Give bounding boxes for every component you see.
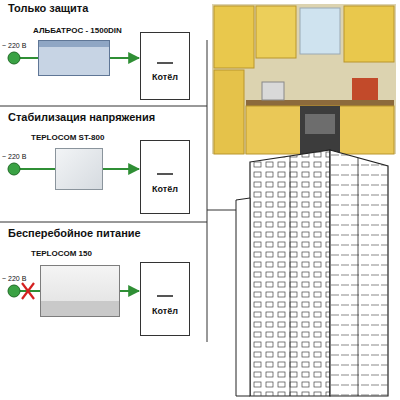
protection-device: TEPLOCOM ST-800 <box>55 148 103 190</box>
power-plug <box>8 163 20 175</box>
power-arrow <box>120 290 139 292</box>
building-side <box>330 150 388 396</box>
building-edge <box>358 158 359 396</box>
section-title: Стабилизация напряжения <box>8 111 155 123</box>
model-name: TEPLOCOM ST-800 <box>31 133 104 142</box>
power-plug <box>8 285 20 297</box>
photo-wall <box>212 4 396 154</box>
building-sketch <box>236 150 388 396</box>
power-arrow <box>103 168 139 170</box>
boiler-box: Котёл <box>140 140 190 214</box>
voltage-label: ~ 220 В <box>2 153 26 160</box>
boiler-box: Котёл <box>140 32 190 100</box>
protection-device: TEPLOCOM 150 <box>40 265 120 317</box>
group-bracket <box>207 40 208 342</box>
photo-kettle <box>262 82 284 100</box>
building-windows <box>330 150 388 396</box>
power-wire <box>20 290 40 292</box>
photo-cabinet <box>344 6 394 62</box>
power-plug <box>8 52 20 64</box>
boiler-label: Котёл <box>141 72 189 82</box>
photo-oven <box>300 106 340 154</box>
kitchen-photo <box>212 4 396 154</box>
photo-cabinet <box>256 6 296 58</box>
building-front <box>250 150 330 396</box>
photo-lower-cabinets <box>246 106 394 154</box>
bracket-leader <box>207 210 236 211</box>
section-separator <box>0 106 207 107</box>
photo-counter <box>246 100 394 106</box>
power-off-cross <box>22 283 34 299</box>
boiler-label: Котёл <box>141 306 189 316</box>
boiler-label: Котёл <box>141 184 189 194</box>
photo-window <box>300 8 340 54</box>
voltage-label: ~ 220 В <box>2 42 26 49</box>
photo-oven-door <box>305 114 335 134</box>
photo-pot <box>352 78 378 100</box>
section-separator <box>0 222 207 223</box>
power-off-cross <box>22 283 34 299</box>
photo-tall-cabinet <box>214 70 244 154</box>
voltage-label: ~ 220 В <box>2 275 26 282</box>
power-arrow <box>110 57 139 59</box>
model-name: АЛЬБАТРОС - 1500DIN <box>33 26 122 35</box>
section-title: Только защита <box>8 2 88 14</box>
photo-cabinet <box>214 6 254 68</box>
building-wing <box>236 198 250 396</box>
section-title: Бесперебойное питание <box>8 227 141 239</box>
protection-device: АЛЬБАТРОС - 1500DIN <box>38 40 110 76</box>
building-edge <box>290 156 291 396</box>
building-windows <box>250 150 330 396</box>
power-wire <box>20 168 55 170</box>
power-wire <box>20 57 38 59</box>
model-name: TEPLOCOM 150 <box>31 249 92 258</box>
boiler-box: Котёл <box>140 262 190 336</box>
